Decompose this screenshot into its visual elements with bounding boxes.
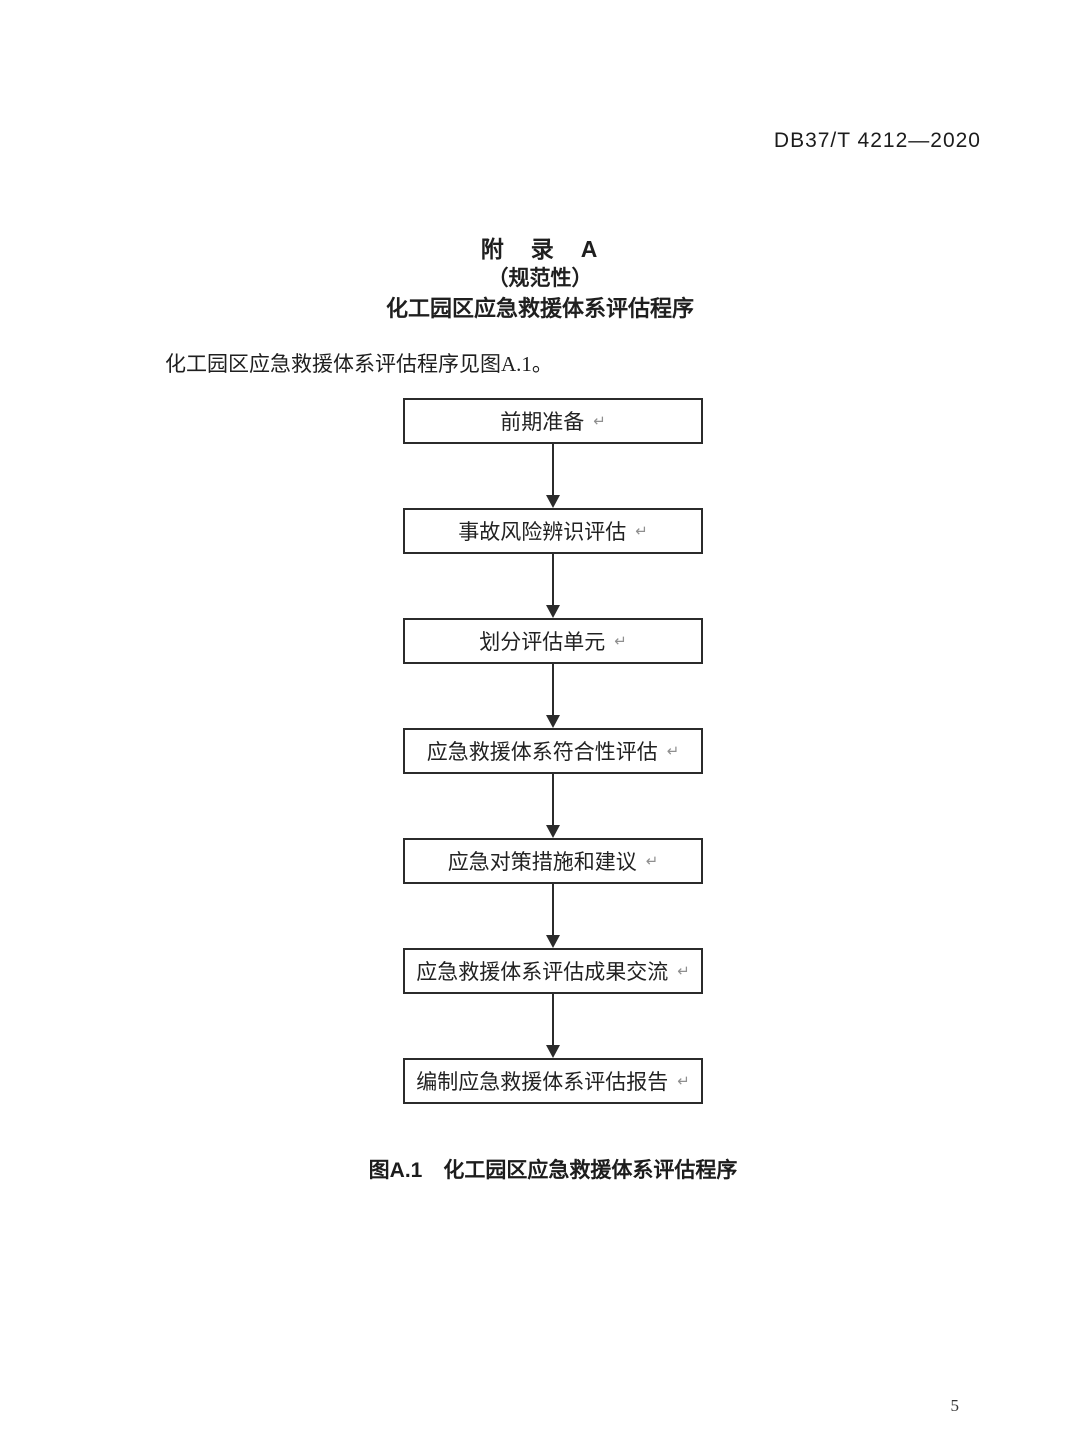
intro-paragraph: 化工园区应急救援体系评估程序见图A.1。 — [165, 352, 553, 376]
appendix-title-block: 附 录 A （规范性） 化工园区应急救援体系评估程序 — [0, 234, 1080, 324]
flow-step-label: 应急救援体系评估成果交流 — [416, 960, 669, 984]
return-mark-icon: ↵ — [677, 961, 690, 980]
flow-arrow-down-icon — [546, 774, 560, 838]
return-mark-icon: ↵ — [645, 851, 659, 870]
figure-caption: 图A.1 化工园区应急救援体系评估程序 — [368, 1159, 738, 1182]
flow-step-label: 前期准备 — [500, 410, 585, 434]
flow-step-label: 应急救援体系符合性评估 — [426, 740, 658, 764]
flow-step-5: 应急对策措施和建议 ↵ — [403, 838, 703, 884]
flow-step-label: 应急对策措施和建议 — [447, 850, 637, 874]
flow-step-label: 编制应急救援体系评估报告 — [416, 1070, 669, 1094]
doc-code: DB37/T 4212—2020 — [773, 129, 981, 152]
flow-step-1: 前期准备 ↵ — [403, 398, 703, 444]
return-mark-icon: ↵ — [614, 631, 627, 650]
flow-arrow-down-icon — [546, 664, 560, 728]
flow-step-3: 划分评估单元 ↵ — [403, 618, 703, 664]
flow-step-2: 事故风险辨识评估 ↵ — [403, 508, 703, 554]
page-content: 附 录 A （规范性） 化工园区应急救援体系评估程序 化工园区应急救援体系评估程… — [0, 234, 1080, 1182]
flow-step-label: 事故风险辨识评估 — [458, 520, 627, 544]
page-number: 5 — [950, 1396, 960, 1415]
return-mark-icon: ↵ — [635, 521, 648, 540]
return-mark-icon: ↵ — [677, 1071, 690, 1090]
appendix-title: 附 录 A — [480, 236, 600, 262]
flow-arrow-down-icon — [546, 554, 560, 618]
return-mark-icon: ↵ — [593, 411, 606, 430]
flow-arrow-down-icon — [546, 444, 560, 508]
flow-step-label: 划分评估单元 — [479, 630, 606, 654]
flow-arrow-down-icon — [546, 994, 560, 1058]
appendix-subtitle: 化工园区应急救援体系评估程序 — [385, 296, 694, 321]
appendix-normative-label: （规范性） — [487, 267, 593, 290]
flow-arrow-down-icon — [546, 884, 560, 948]
flow-step-6: 应急救援体系评估成果交流 ↵ — [403, 948, 703, 994]
flow-step-7: 编制应急救援体系评估报告 ↵ — [403, 1058, 703, 1104]
flowchart: 前期准备 ↵ 事故风险辨识评估 ↵ 划分评估单元 ↵ 应急救援体系符合性评估 ↵… — [13, 398, 1080, 1104]
flow-step-4: 应急救援体系符合性评估 ↵ — [403, 728, 703, 774]
return-mark-icon: ↵ — [666, 741, 680, 760]
